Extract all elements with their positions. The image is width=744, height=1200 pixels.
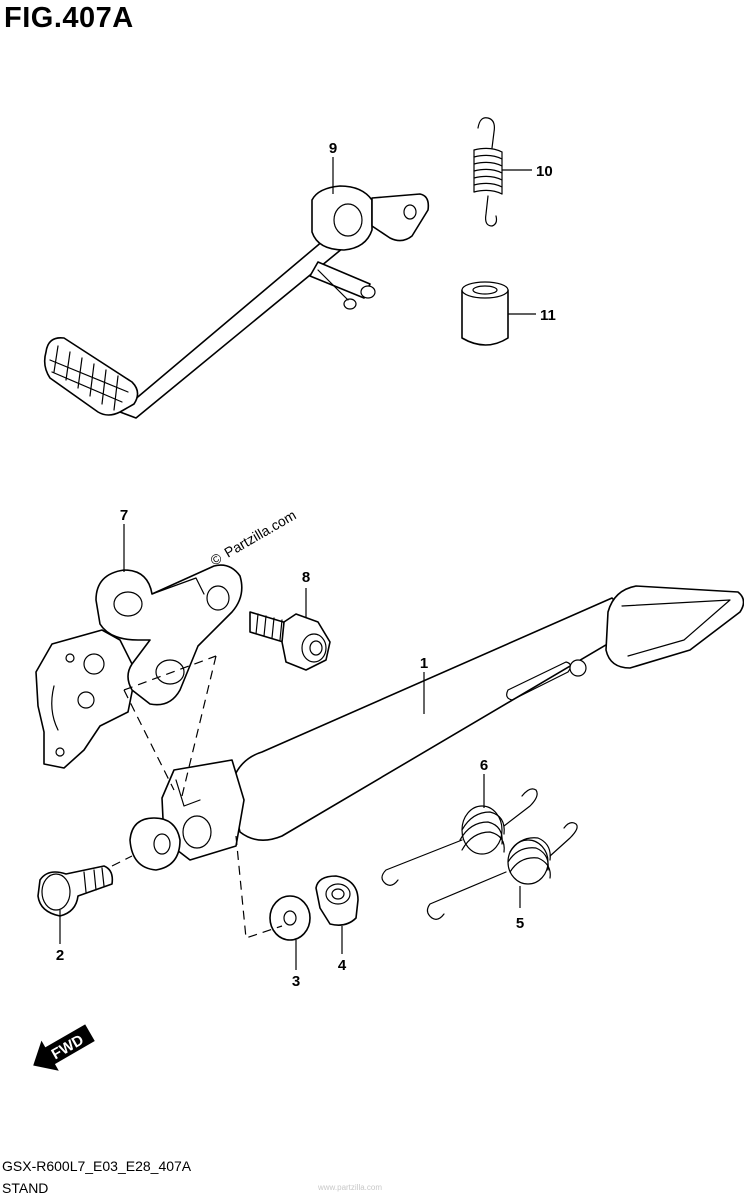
callout-9[interactable]: 9 [329, 140, 337, 157]
part-11-collar[interactable] [461, 281, 509, 346]
watermark-text: Partzilla.com [221, 507, 298, 561]
faint-watermark: www.partzilla.com [318, 1183, 383, 1192]
callout-4[interactable]: 4 [338, 957, 347, 974]
part-9-pedal-lever[interactable] [43, 185, 430, 419]
callout-8[interactable]: 8 [302, 569, 310, 586]
part-5-spring[interactable] [426, 822, 578, 920]
callout-7[interactable]: 7 [120, 507, 128, 524]
callout-6[interactable]: 6 [480, 757, 488, 774]
callout-5[interactable]: 5 [516, 915, 524, 932]
part-10-spring[interactable] [473, 117, 503, 227]
figure-title: FIG.407A [4, 2, 134, 34]
part-1-side-stand[interactable] [129, 585, 744, 871]
fwd-arrow-icon: FWD [33, 1024, 95, 1071]
part-7-bracket[interactable] [35, 564, 243, 769]
part-3-washer[interactable] [269, 895, 311, 941]
callout-3[interactable]: 3 [292, 973, 300, 990]
callout-2[interactable]: 2 [56, 947, 64, 964]
figure-code: GSX-R600L7_E03_E28_407A [2, 1158, 192, 1174]
part-6-spring[interactable] [381, 788, 538, 886]
figure-name: STAND [2, 1180, 49, 1196]
callout-11[interactable]: 11 [540, 307, 556, 324]
leader-lines [59, 157, 536, 970]
part-4-bushing[interactable] [315, 875, 359, 926]
callout-1[interactable]: 1 [420, 655, 428, 672]
assembly-lines [111, 655, 283, 939]
part-8-bolt[interactable] [249, 611, 331, 671]
callout-10[interactable]: 10 [536, 163, 553, 180]
watermark: © Partzilla.com [208, 507, 299, 569]
part-2-pivot-bolt[interactable] [37, 865, 114, 917]
